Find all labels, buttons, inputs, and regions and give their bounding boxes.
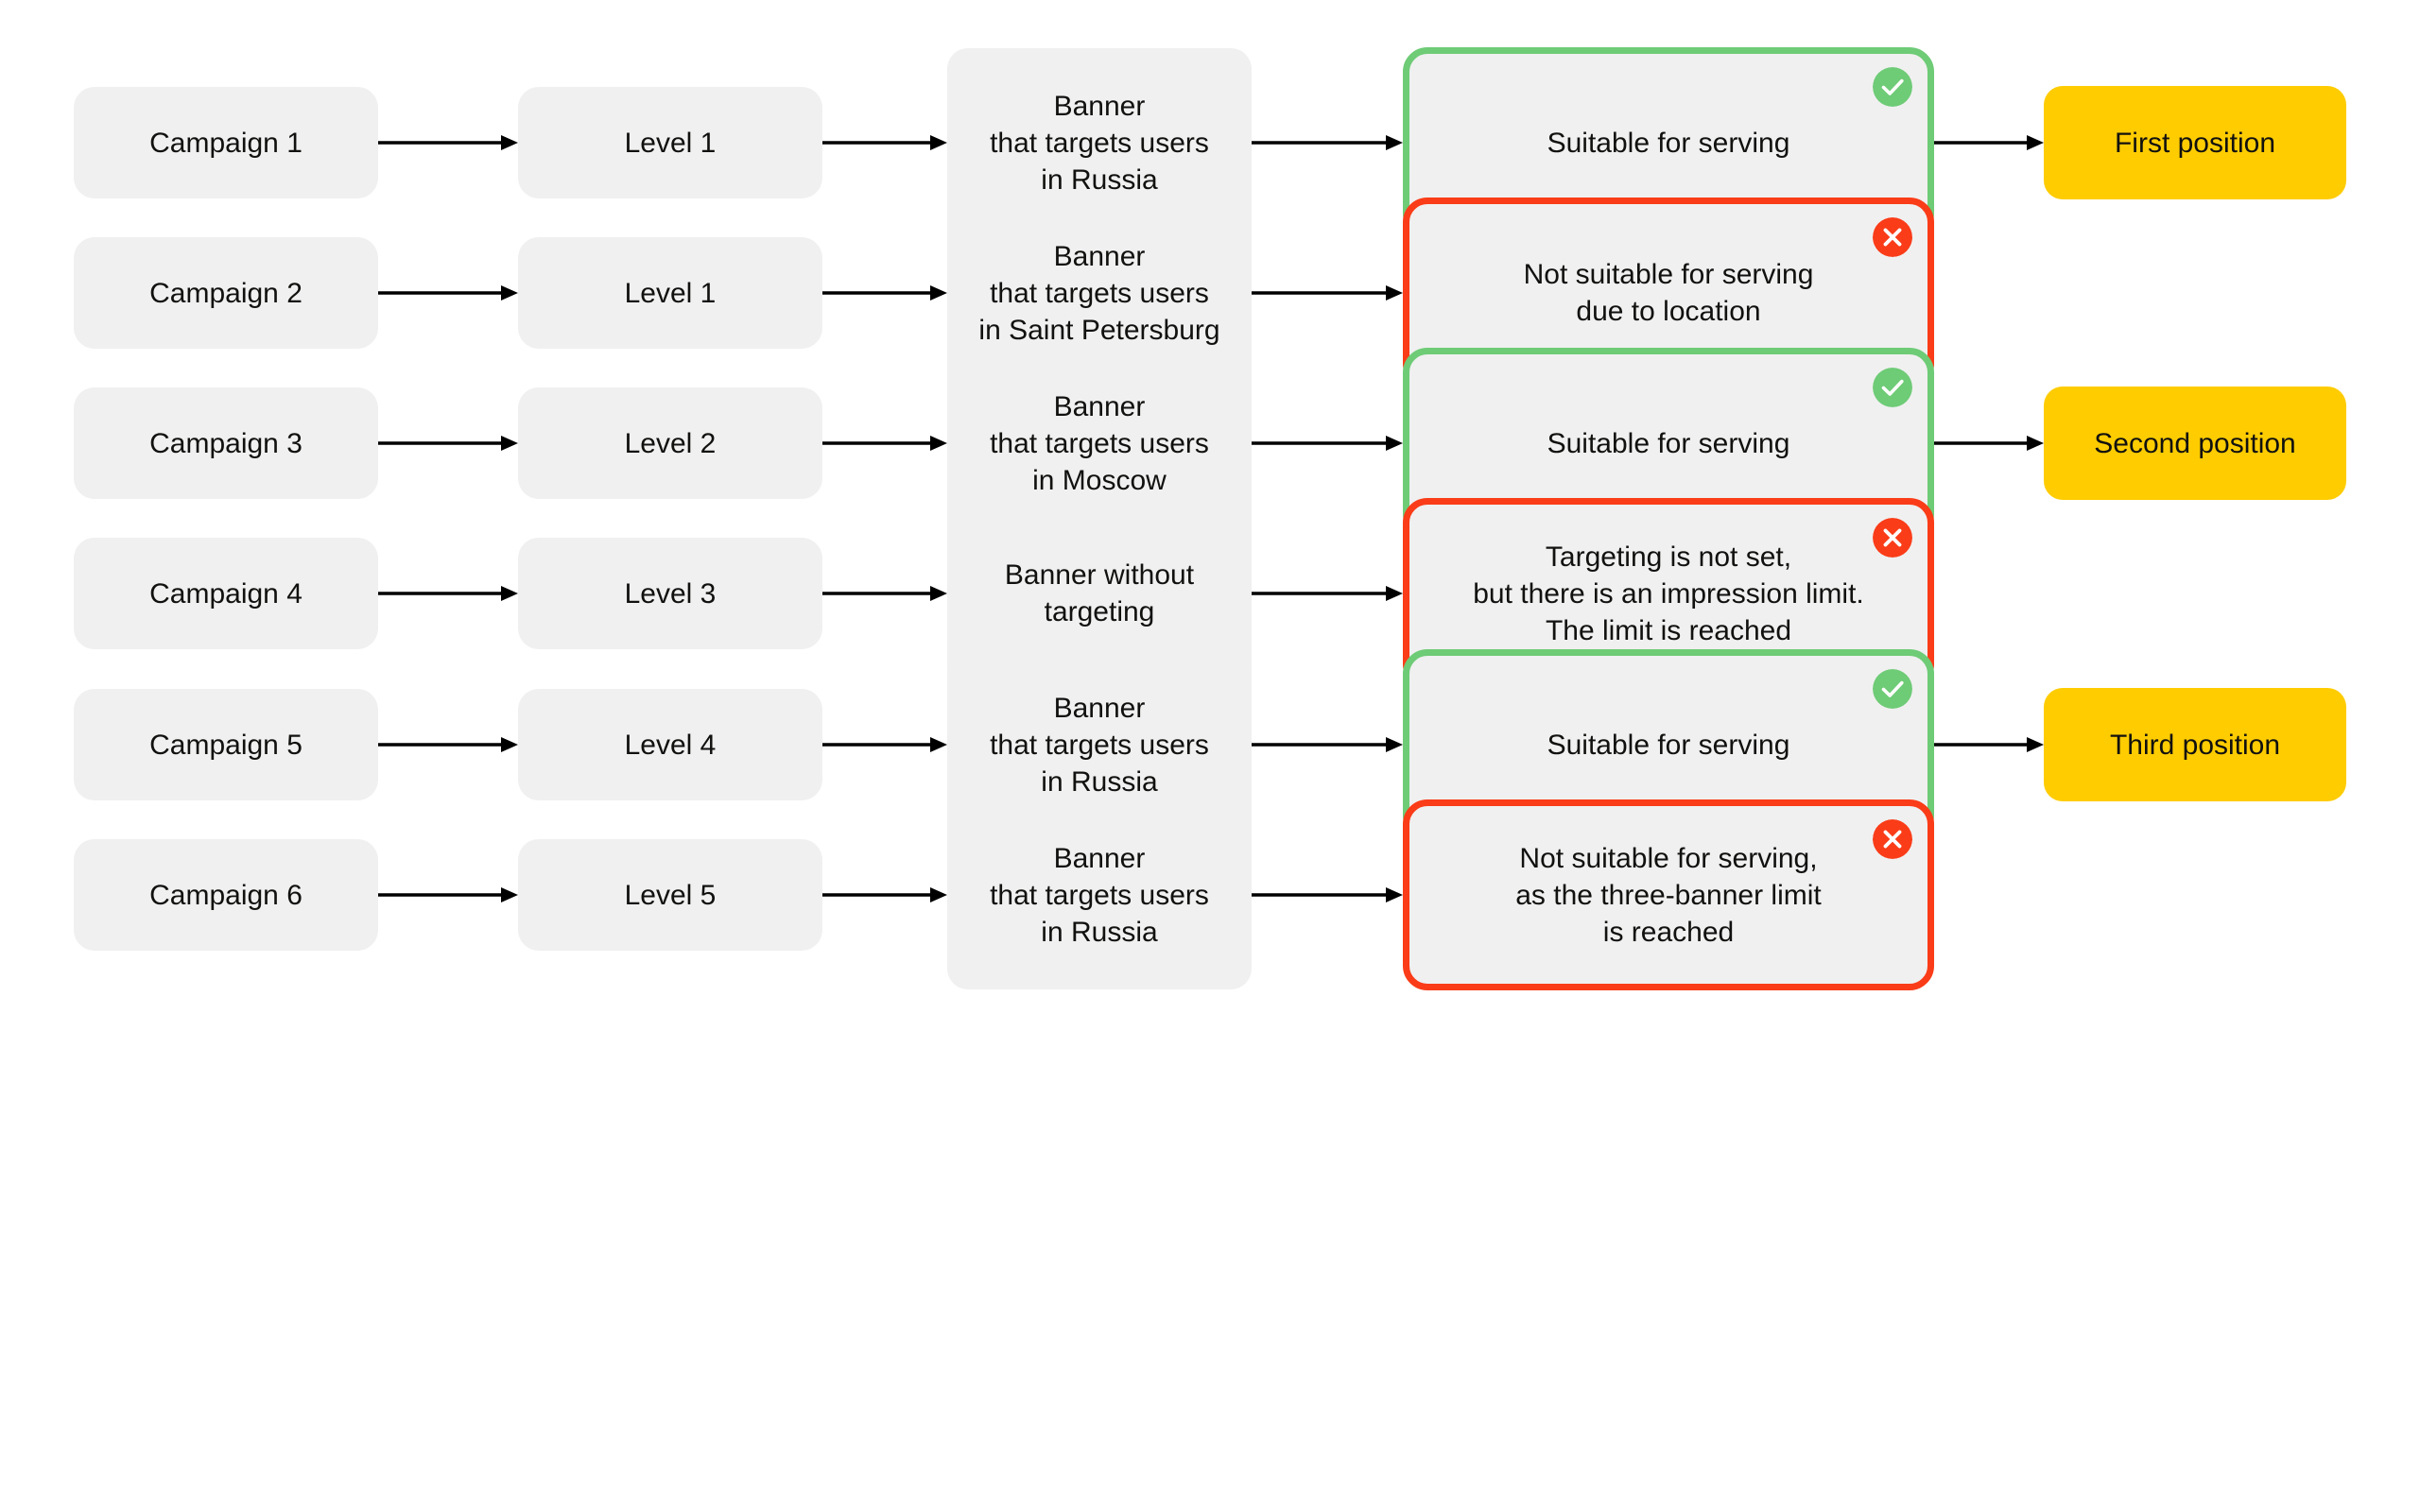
level-node[interactable]: Level 1	[518, 87, 822, 198]
arrow-right-icon	[378, 734, 518, 755]
campaign-node-label: Campaign 4	[149, 577, 302, 610]
flow-row: Campaign 2 Level 1 Banner that targets use…	[0, 168, 2420, 418]
arrow-right-icon	[1252, 283, 1403, 303]
arrow-right-icon	[1252, 583, 1403, 604]
banner-node-label: Banner that targets users in Saint Peter…	[978, 240, 1220, 346]
arrow-right-icon	[1252, 734, 1403, 755]
arrow-right-icon	[378, 583, 518, 604]
level-node-label: Level 3	[624, 577, 717, 610]
level-node-label: Level 4	[624, 729, 717, 761]
campaign-node-label: Campaign 5	[149, 729, 302, 761]
campaign-node-label: Campaign 2	[149, 277, 302, 309]
arrow-right-icon	[822, 283, 947, 303]
level-node[interactable]: Level 3	[518, 538, 822, 649]
banner-node-label: Banner without targeting	[1004, 559, 1195, 627]
arrow-right-icon	[378, 283, 518, 303]
banner-node-label: Banner that targets users in Russia	[990, 90, 1209, 196]
status-node-label: Suitable for serving	[1547, 729, 1790, 761]
status-node-label: Suitable for serving	[1547, 427, 1790, 459]
flow-row: Campaign 6 Level 5 Banner that targets use…	[0, 770, 2420, 1020]
arrow-right-icon	[822, 734, 947, 755]
x-circle-icon	[1873, 518, 1912, 558]
position-node-label: First position	[2114, 127, 2276, 159]
campaign-node[interactable]: Campaign 2	[74, 237, 378, 349]
campaign-node[interactable]: Campaign 6	[74, 839, 378, 951]
arrow-right-icon	[1252, 885, 1403, 905]
check-circle-icon	[1873, 67, 1912, 107]
arrow-right-icon	[822, 583, 947, 604]
arrow-right-icon	[1252, 433, 1403, 454]
campaign-node-label: Campaign 1	[149, 127, 302, 159]
arrow-right-icon	[1934, 132, 2044, 153]
position-node-label: Third position	[2109, 729, 2281, 761]
campaign-node[interactable]: Campaign 1	[74, 87, 378, 198]
check-circle-icon	[1873, 368, 1912, 407]
status-node[interactable]: Not suitable for serving, as the three-b…	[1403, 799, 1934, 990]
position-node[interactable]: Second position	[2044, 387, 2346, 500]
arrow-right-icon	[1934, 734, 2044, 755]
status-node-label: Suitable for serving	[1547, 127, 1790, 159]
arrow-right-icon	[1252, 132, 1403, 153]
status-node-label: Targeting is not set, but there is an im…	[1473, 541, 1864, 646]
campaign-node-label: Campaign 3	[149, 427, 302, 459]
banner-node-label: Banner that targets users in Russia	[990, 692, 1209, 798]
position-node-label: Second position	[2094, 427, 2296, 459]
position-node[interactable]: Third position	[2044, 688, 2346, 801]
check-circle-icon	[1873, 669, 1912, 709]
level-node[interactable]: Level 1	[518, 237, 822, 349]
campaign-node[interactable]: Campaign 3	[74, 387, 378, 499]
arrow-right-icon	[822, 132, 947, 153]
arrow-right-icon	[378, 885, 518, 905]
level-node-label: Level 2	[624, 427, 717, 459]
level-node[interactable]: Level 2	[518, 387, 822, 499]
x-circle-icon	[1873, 217, 1912, 257]
campaign-node-label: Campaign 6	[149, 879, 302, 911]
level-node-label: Level 1	[624, 127, 717, 159]
level-node-label: Level 1	[624, 277, 717, 309]
x-circle-icon	[1873, 819, 1912, 859]
banner-node[interactable]: Banner that targets users in Russia	[947, 800, 1252, 989]
campaign-node[interactable]: Campaign 5	[74, 689, 378, 800]
status-node-label: Not suitable for serving due to location	[1523, 259, 1814, 327]
banner-node-label: Banner that targets users in Russia	[990, 842, 1209, 948]
status-node-label: Not suitable for serving, as the three-b…	[1515, 842, 1822, 948]
arrow-right-icon	[378, 132, 518, 153]
level-node-label: Level 5	[624, 879, 717, 911]
level-node[interactable]: Level 4	[518, 689, 822, 800]
position-node[interactable]: First position	[2044, 86, 2346, 199]
banner-node-label: Banner that targets users in Moscow	[990, 390, 1209, 496]
arrow-right-icon	[822, 885, 947, 905]
arrow-right-icon	[1934, 433, 2044, 454]
arrow-right-icon	[822, 433, 947, 454]
arrow-right-icon	[378, 433, 518, 454]
level-node[interactable]: Level 5	[518, 839, 822, 951]
campaign-node[interactable]: Campaign 4	[74, 538, 378, 649]
